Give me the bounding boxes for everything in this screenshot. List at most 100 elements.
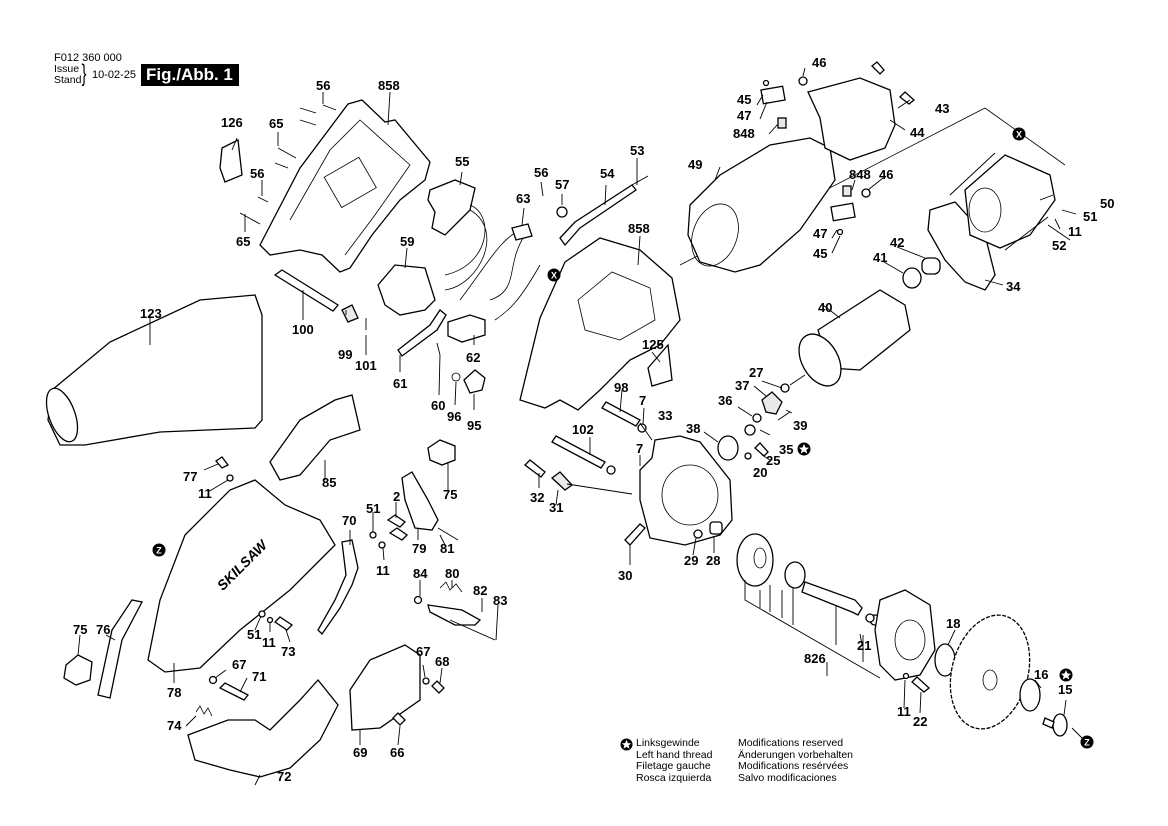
callout-22: 22: [913, 714, 927, 729]
modifications-en: Modifications reserved: [738, 737, 844, 749]
part-7-washer-b: [606, 465, 616, 475]
marker-z-blade: Z: [1080, 735, 1094, 749]
callout-11: 11: [198, 486, 212, 501]
part-826-bearing: [784, 561, 806, 589]
modifications-es: Salvo modificaciones: [738, 771, 837, 784]
part-11-washer-b: [226, 474, 234, 482]
callout-2: 2: [393, 489, 400, 504]
part-54-cable: [559, 184, 637, 247]
callout-75: 75: [73, 622, 87, 637]
part-74-spring: [195, 705, 213, 717]
part-35-nut: [744, 424, 756, 436]
callout-37: 37: [735, 378, 749, 393]
legend-de: Linksgewinde: [636, 737, 700, 749]
callout-52: 52: [1052, 238, 1066, 253]
part-75-knob-a: [63, 654, 93, 686]
part-72-lower-guard: [187, 678, 339, 778]
callout-54: 54: [600, 166, 615, 181]
callout-858: 858: [378, 78, 400, 93]
callout-82: 82: [473, 583, 487, 598]
part-2-screw-b: [388, 527, 409, 541]
part-31-spring: [550, 471, 573, 491]
part-77-screw: [215, 456, 229, 469]
part-75-knob-b: [427, 439, 456, 466]
marker-x-motor: X: [1012, 127, 1026, 141]
callout-79: 79: [412, 541, 426, 556]
callout-36: 36: [718, 393, 732, 408]
screws-56-65: [239, 104, 337, 225]
star-icon: [620, 738, 633, 751]
part-27-ring: [780, 383, 790, 393]
part-858-housing-left: [259, 99, 431, 273]
callout-43: 43: [935, 101, 949, 116]
callout-27: 27: [749, 365, 763, 380]
left-hand-thread-translations: Linksgewinde Left hand thread Filetage g…: [636, 737, 713, 784]
callout-45: 45: [813, 246, 827, 261]
callout-11: 11: [1068, 224, 1082, 239]
callout-96: 96: [447, 409, 461, 424]
part-45-nut-a: [762, 79, 770, 87]
callout-60: 60: [431, 398, 445, 413]
part-33-gear-housing: [639, 435, 733, 546]
part-67-washer-a: [208, 675, 218, 685]
callout-99: 99: [338, 347, 352, 362]
callout-56: 56: [316, 78, 330, 93]
svg-text:X: X: [1016, 130, 1022, 140]
callout-53: 53: [630, 143, 644, 158]
part-79-bracket: [401, 471, 439, 531]
callout-826: 826: [804, 651, 826, 666]
stand-label: Stand: [54, 74, 82, 86]
callout-98: 98: [614, 380, 628, 395]
issue-stand-labels: Issue Stand: [54, 64, 81, 86]
part-46-spring-a: [798, 76, 808, 86]
part-2-screw-a: [386, 514, 407, 528]
part-42-sleeve: [921, 257, 941, 275]
callout-75: 75: [443, 487, 457, 502]
callout-51: 51: [1083, 209, 1097, 224]
callout-11: 11: [376, 563, 390, 578]
assembly-826-bracket: [744, 580, 881, 679]
callout-70: 70: [342, 513, 356, 528]
part-99-spring: [341, 304, 359, 323]
callout-123: 123: [140, 306, 162, 321]
part-85-dust-adapter: [269, 394, 361, 481]
part-11-washer-e: [902, 672, 910, 680]
part-36-washer: [752, 413, 762, 423]
part-102-bolt: [551, 435, 606, 469]
issue-label: Issue: [54, 63, 80, 75]
part-71-bolt: [218, 682, 250, 701]
svg-text:X: X: [551, 271, 557, 281]
callout-65: 65: [269, 116, 283, 131]
part-125-label-plate: [647, 343, 673, 387]
callout-25: 25: [766, 453, 780, 468]
part-848-brush-a: [777, 117, 787, 129]
part-66-screw: [392, 712, 406, 726]
part-82-pawl: [427, 604, 482, 626]
legend-fr: Filetage gauche: [636, 760, 711, 772]
callout-30: 30: [618, 568, 632, 583]
legend-en: Left hand thread: [636, 748, 713, 761]
callout-59: 59: [400, 234, 414, 249]
part-68-screw: [431, 680, 445, 694]
callout-50: 50: [1100, 196, 1114, 211]
callout-84: 84: [413, 566, 428, 581]
part-43-screw-a: [871, 61, 885, 75]
markers: X X Z Z: [152, 127, 1094, 749]
part-25-screw: [754, 442, 769, 457]
callout-65: 65: [236, 234, 250, 249]
callout-69: 69: [353, 745, 367, 760]
callout-16: 16: [1034, 667, 1048, 682]
modifications-fr: Modifications resérvées: [738, 760, 849, 772]
callout-61: 61: [393, 376, 407, 391]
marker-z-guard: Z: [152, 543, 166, 557]
part-83-pin: [449, 619, 496, 641]
callout-38: 38: [686, 421, 700, 436]
callout-35: 35: [779, 442, 793, 457]
part-63-connector: [511, 223, 533, 241]
part-45-nut-b: [836, 228, 844, 236]
brace-symbol: }: [81, 60, 87, 87]
callout-56: 56: [250, 166, 264, 181]
callout-100: 100: [292, 322, 314, 337]
part-61-lever: [397, 309, 447, 357]
callout-62: 62: [466, 350, 480, 365]
